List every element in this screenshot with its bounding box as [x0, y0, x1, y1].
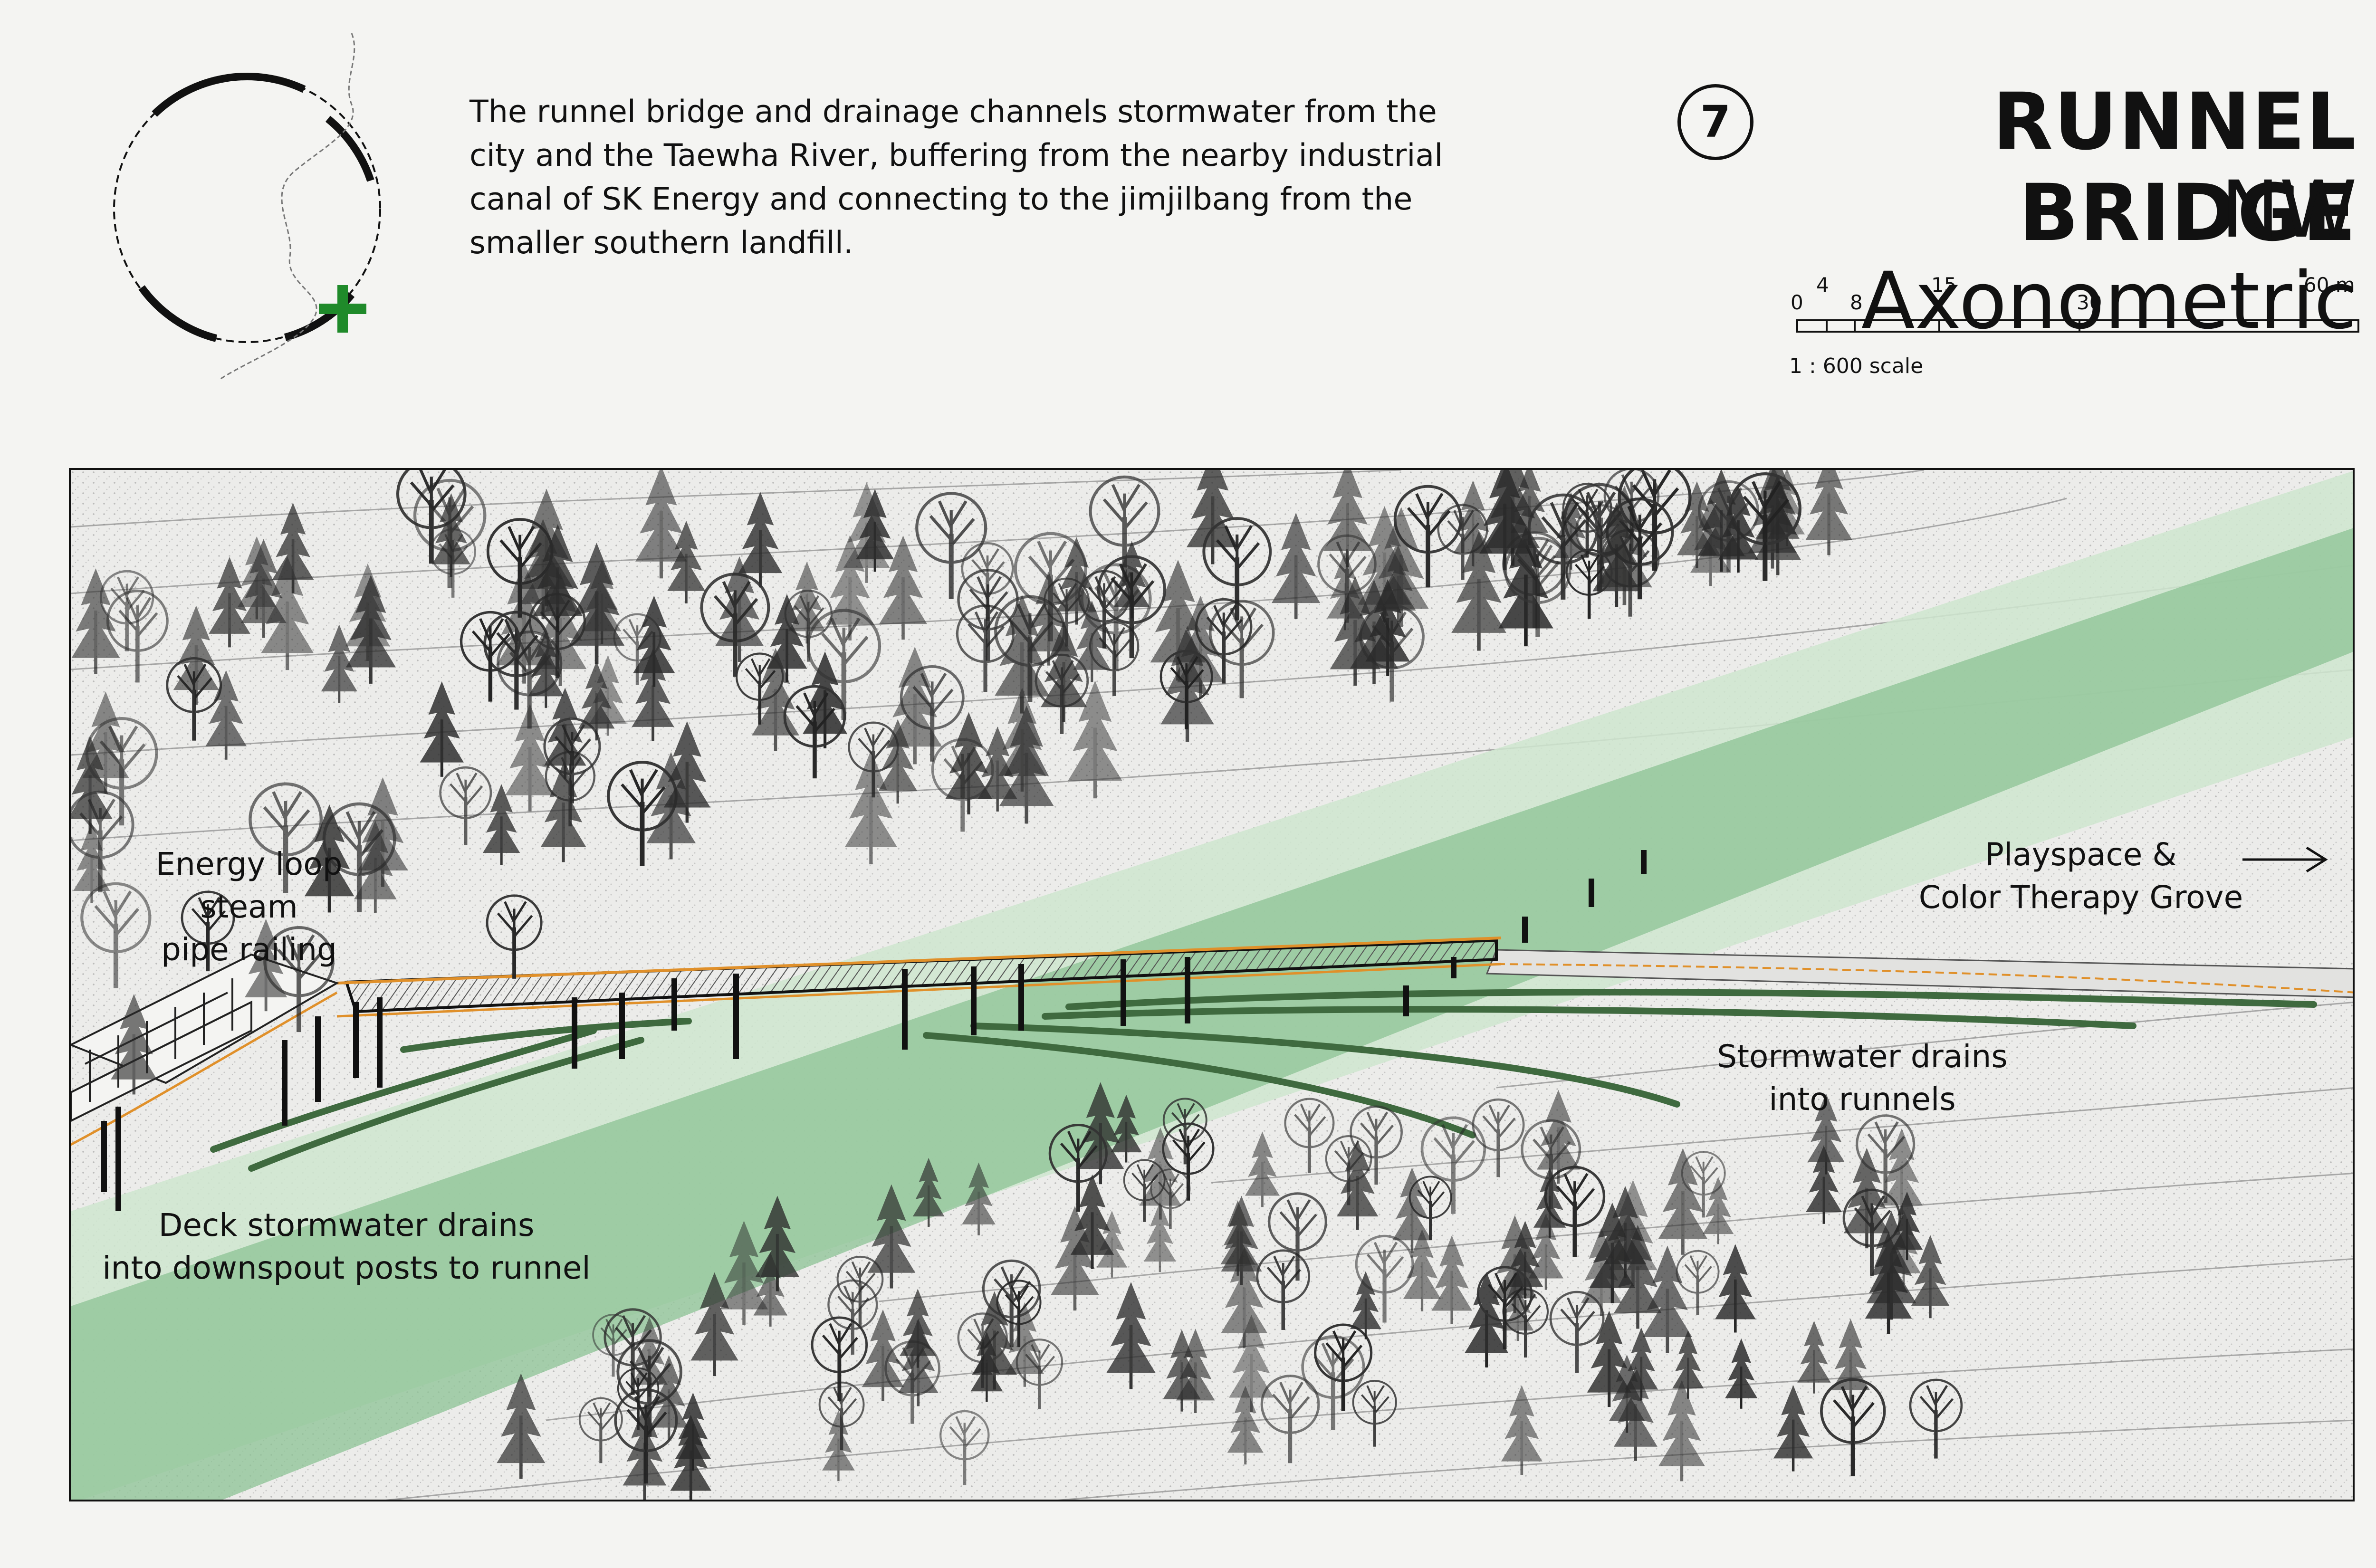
annotation-line: Deck stormwater drains — [158, 1207, 535, 1243]
scale-tick-label: 30 — [2077, 291, 2102, 314]
annotation-line: Color Therapy Grove — [1918, 879, 2243, 916]
annotation-line: into downspout posts to runnel — [102, 1250, 591, 1286]
terrain-contours — [71, 470, 2353, 1500]
description-text: The runnel bridge and drainage channels … — [469, 94, 1443, 261]
runnel-channels — [210, 989, 2317, 1172]
title-number-badge: 7 — [1677, 84, 1753, 160]
scale-bar — [1796, 319, 2359, 333]
orange-pipe-path — [1496, 963, 2353, 994]
downspout-posts — [101, 850, 1647, 1211]
river-trace — [218, 33, 355, 381]
steam-pipe-railing — [336, 937, 1502, 985]
locator-map — [113, 33, 381, 381]
annotation-line: pipe railing — [161, 931, 337, 968]
arrow-right-icon — [2242, 846, 2328, 873]
scale-tick-label: 0 — [1791, 291, 1803, 314]
scale-tick-label: 8 — [1850, 291, 1863, 314]
scale-ratio-text: 1 : 600 scale — [1789, 354, 1924, 378]
scale-tick-label: 15 — [1931, 273, 1957, 296]
annotation-energy-loop: Energy loop steam pipe railing — [114, 843, 384, 971]
scale-tick-label: 60 m — [2304, 273, 2355, 296]
annotation-line: Playspace & — [1985, 836, 2177, 873]
annotation-line: Energy loop steam — [155, 846, 343, 925]
scale-tick-label: 4 — [1816, 273, 1829, 296]
axonometric-drawing: Energy loop steam pipe railing Playspace… — [69, 468, 2355, 1501]
annotation-deck-drains: Deck stormwater drains into downspout po… — [85, 1204, 608, 1290]
location-cross-icon — [319, 285, 366, 333]
annotation-line: into runnels — [1769, 1081, 1956, 1118]
page-title: RUNNEL BRIDGE — [1992, 76, 2357, 258]
drawing-canvas — [71, 470, 2353, 1500]
annotation-playspace: Playspace & Color Therapy Grove — [1910, 833, 2252, 919]
steam-pipe-railing-lower — [336, 963, 1502, 1018]
annotation-line: Stormwater drains — [1717, 1038, 2008, 1075]
annotation-stormwater-runnels: Stormwater drains into runnels — [1682, 1035, 2043, 1121]
